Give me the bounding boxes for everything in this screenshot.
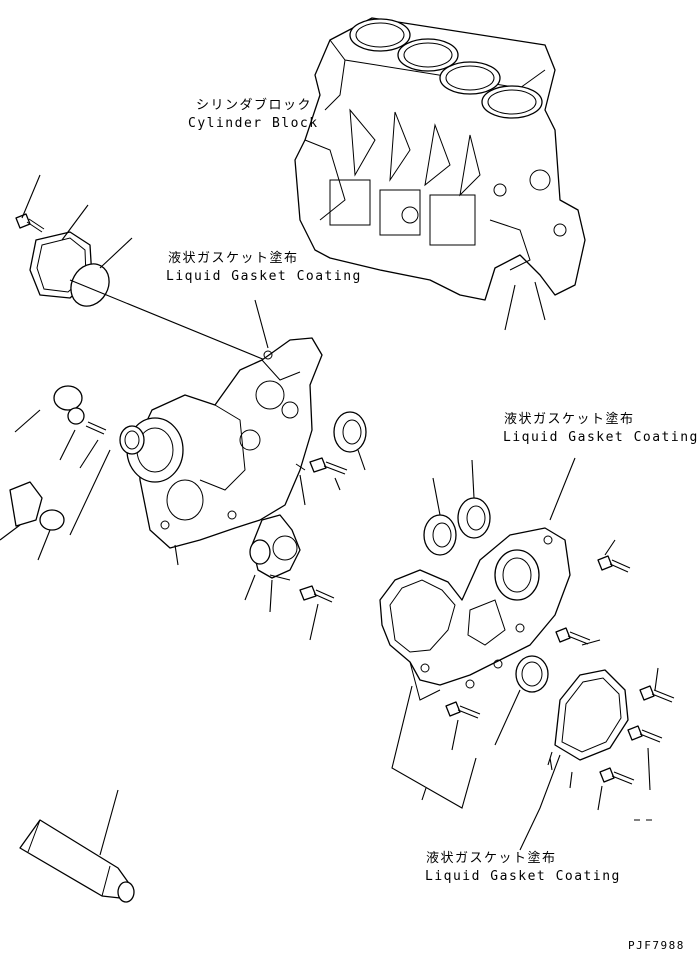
left-small-parts[interactable] — [0, 385, 111, 561]
gasket-coating-label-2-jp: 液状ガスケット塗布 — [504, 412, 635, 427]
rear-gear-case[interactable] — [379, 527, 571, 701]
cylinder-block[interactable] — [294, 17, 586, 331]
front-gear-case[interactable] — [119, 299, 323, 566]
group-bracket — [391, 685, 561, 851]
cover-plate-group[interactable] — [15, 174, 266, 361]
gasket-coating-label-1-jp: 液状ガスケット塗布 — [168, 251, 299, 266]
pump-bracket[interactable] — [244, 514, 335, 641]
gasket-coating-label-1-en: Liquid Gasket Coating — [166, 269, 362, 284]
bearing-left[interactable] — [295, 411, 367, 506]
drawing-code: PJF7988 — [628, 939, 685, 952]
liquid-gasket-tube[interactable] — [19, 789, 135, 903]
cover-plate-right[interactable] — [547, 669, 629, 766]
gasket-coating-label-3-jp: 液状ガスケット塗布 — [426, 851, 557, 866]
bearings-right[interactable] — [423, 457, 576, 556]
gasket-coating-label-2-en: Liquid Gasket Coating — [503, 430, 699, 445]
cylinder-block-label-jp: シリンダブロック — [196, 98, 313, 113]
oil-seal-right[interactable] — [494, 655, 549, 746]
cylinder-block-label-en: Cylinder Block — [188, 116, 319, 131]
gasket-coating-label-3-en: Liquid Gasket Coating — [425, 869, 621, 884]
bolts-right[interactable] — [445, 539, 675, 821]
